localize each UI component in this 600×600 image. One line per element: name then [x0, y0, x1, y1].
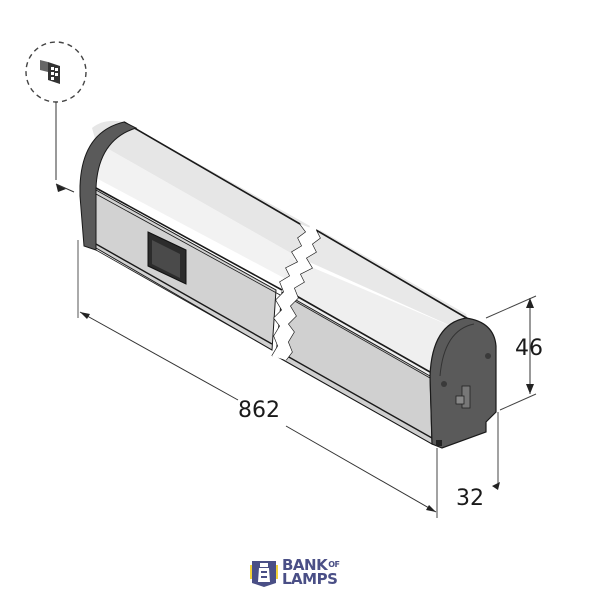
logo-text-bank: BANK: [282, 556, 328, 574]
connector-socket: [455, 385, 471, 409]
height-dimension-label: 46: [515, 336, 543, 361]
left-end-cap: [79, 121, 138, 251]
connector-detail-icon: [40, 60, 60, 84]
depth-dimension-label: 32: [456, 486, 484, 511]
dimension-length: [77, 240, 437, 513]
right-end-cap: [429, 317, 497, 449]
light-bar: [79, 120, 497, 449]
detail-callout: [25, 41, 87, 193]
lighthouse-icon: [250, 561, 278, 587]
bank-of-lamps-logo: BANKOF LAMPS: [250, 557, 340, 587]
rocker-switch: [147, 231, 187, 285]
length-dimension-label: 862: [238, 398, 280, 423]
dimension-depth: [436, 412, 500, 518]
dimension-height: [485, 295, 537, 411]
logo-text-of: OF: [328, 560, 340, 569]
logo-text-lamps: LAMPS: [282, 570, 338, 588]
